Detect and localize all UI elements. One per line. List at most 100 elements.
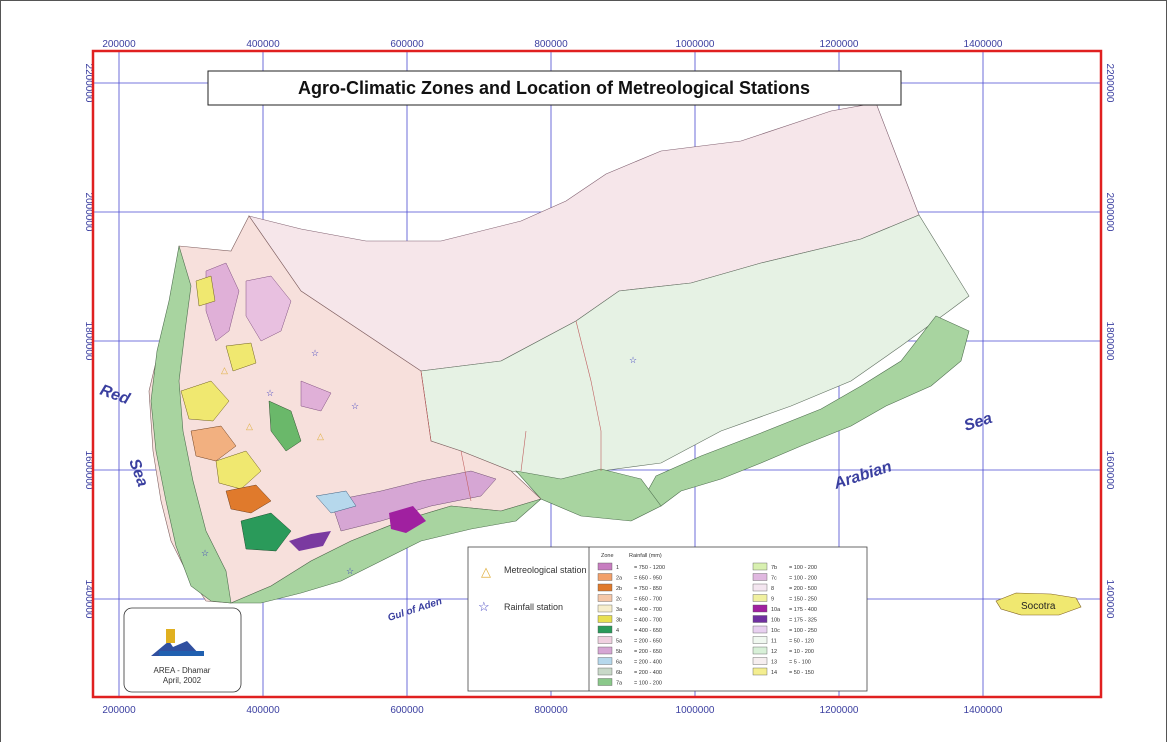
legend-rainfall-range: = 400 - 700 xyxy=(634,618,662,624)
zone-patch-violet xyxy=(289,531,331,551)
legend-swatch xyxy=(752,594,768,602)
x-tick-top: 1000000 xyxy=(676,39,715,50)
legend-zone-code: 7a xyxy=(616,681,623,687)
legend-rainfall-range: = 200 - 650 xyxy=(634,639,662,645)
zone-patch-yellow xyxy=(195,275,216,307)
legend-swatch xyxy=(752,604,768,613)
met-station-icon: △ xyxy=(246,421,253,431)
legend-swatch xyxy=(752,562,768,571)
legend-swatch xyxy=(597,573,613,581)
socotra-label: Socotra xyxy=(1021,601,1056,612)
y-axis-right: 2200000 2000000 1800000 1600000 1400000 xyxy=(1104,64,1115,619)
legend-rainfall-range: = 10 - 200 xyxy=(789,649,814,655)
logo-line-1: AREA - Dhamar xyxy=(154,666,211,675)
legend-rainfall-range: = 750 - 850 xyxy=(634,586,662,592)
legend-rainfall-range: = 650 - 700 xyxy=(634,597,662,603)
legend-zone-code: 3a xyxy=(616,607,623,613)
x-tick-top: 1200000 xyxy=(820,39,859,50)
rain-station-legend-icon: ☆ xyxy=(478,599,490,614)
x-tick-bottom: 200000 xyxy=(102,705,136,716)
legend-swatch xyxy=(597,562,613,571)
legend-zone-code: 2a xyxy=(616,576,623,582)
legend-zone-code: 10a xyxy=(771,607,781,613)
y-tick-right: 1400000 xyxy=(1104,580,1115,619)
legend-swatch xyxy=(752,615,768,623)
legend-rainfall-range: = 150 - 250 xyxy=(789,597,817,603)
legend-zone-code: 5b xyxy=(616,649,622,655)
rainfall-station-icon: ☆ xyxy=(266,388,274,398)
zone-patch-lilac xyxy=(330,470,497,532)
y-tick-right: 1600000 xyxy=(1104,451,1115,490)
legend-zone-code: 8 xyxy=(771,586,774,592)
x-tick-bottom: 400000 xyxy=(246,705,280,716)
province-boundaries xyxy=(420,320,602,502)
y-tick-left: 1800000 xyxy=(83,322,94,361)
legend-zone-code: 3b xyxy=(616,618,622,624)
gulf-of-aden-label: Gul of Aden xyxy=(387,596,444,624)
x-tick-bottom: 1000000 xyxy=(676,705,715,716)
y-axis-left: 2200000 2000000 1800000 1600000 1400000 xyxy=(83,64,94,619)
legend-swatch xyxy=(752,667,768,676)
legend-zone-code: 5a xyxy=(616,639,623,645)
rainfall-station-icon: ☆ xyxy=(351,401,359,411)
legend-zone-code: 6a xyxy=(616,660,623,666)
zone-patch-orange xyxy=(225,484,272,514)
legend-swatch xyxy=(597,678,613,686)
zone-patch-blue xyxy=(315,490,357,514)
arabian-sea-label-2: Sea xyxy=(962,410,994,435)
legend-rainfall-range: = 100 - 200 xyxy=(634,681,662,687)
y-tick-left: 1400000 xyxy=(83,580,94,619)
legend-swatch xyxy=(752,625,768,634)
legend-rainfall-range: = 400 - 650 xyxy=(634,628,662,634)
legend-swatch xyxy=(752,657,768,665)
rainfall-station-icon: ☆ xyxy=(201,548,209,558)
legend-zone-code: 10b xyxy=(771,618,780,624)
zone-patch-pink-highland xyxy=(205,262,240,342)
zone-patch-magenta xyxy=(389,506,426,533)
legend-zone-code: 14 xyxy=(771,670,777,676)
x-axis-bottom: 200000 400000 600000 800000 1000000 1200… xyxy=(102,705,1003,716)
legend-swatch xyxy=(597,657,613,665)
legend-rainfall-range: = 650 - 950 xyxy=(634,576,662,582)
legend-swatch xyxy=(597,625,613,634)
country-map xyxy=(148,102,970,604)
legend-swatch xyxy=(597,604,613,613)
red-sea-label-1: Red xyxy=(98,382,133,409)
legend-swatch xyxy=(597,615,613,623)
logo-line-2: April, 2002 xyxy=(163,676,202,685)
rainfall-station-icon: ☆ xyxy=(346,566,354,576)
map-title: Agro-Climatic Zones and Location of Metr… xyxy=(298,78,810,98)
legend-swatch xyxy=(597,636,613,644)
legend-swatch xyxy=(752,583,768,592)
legend-swatch xyxy=(752,646,768,655)
legend-zone-code: 13 xyxy=(771,660,777,666)
y-tick-right: 2200000 xyxy=(1104,64,1115,103)
zone-region-coast-east xyxy=(640,315,970,507)
zone-patch-dark-green xyxy=(268,400,302,452)
legend-rainfall-range: = 200 - 500 xyxy=(789,586,817,592)
legend-swatch xyxy=(597,583,613,592)
legend-swatch xyxy=(752,636,768,644)
zone-patch-dark-green xyxy=(240,512,292,552)
legend-rainfall-range: = 400 - 700 xyxy=(634,607,662,613)
legend-zone-header: Zone xyxy=(601,553,614,559)
legend-zone-code: 6b xyxy=(616,670,622,676)
zone-region-tihama xyxy=(150,245,232,604)
x-tick-bottom: 1400000 xyxy=(964,705,1003,716)
y-tick-left: 1600000 xyxy=(83,451,94,490)
title-box xyxy=(207,70,902,106)
legend-zone-code: 4 xyxy=(616,628,619,634)
x-axis-top: 200000 400000 600000 800000 1000000 1200… xyxy=(102,39,1003,50)
legend-zone-code: 1 xyxy=(616,565,619,571)
red-sea-label-2: Sea xyxy=(125,457,151,490)
zone-patch-pink-east xyxy=(300,380,332,412)
legend-rainfall-range: = 100 - 200 xyxy=(789,576,817,582)
x-tick-bottom: 600000 xyxy=(390,705,424,716)
x-tick-top: 600000 xyxy=(390,39,424,50)
met-station-legend-label: Metreological station xyxy=(504,565,587,575)
legend-rainfall-range: = 750 - 1200 xyxy=(634,565,665,571)
legend-rainfall-range: = 50 - 120 xyxy=(789,639,814,645)
legend-rainfall-range: = 100 - 250 xyxy=(789,628,817,634)
